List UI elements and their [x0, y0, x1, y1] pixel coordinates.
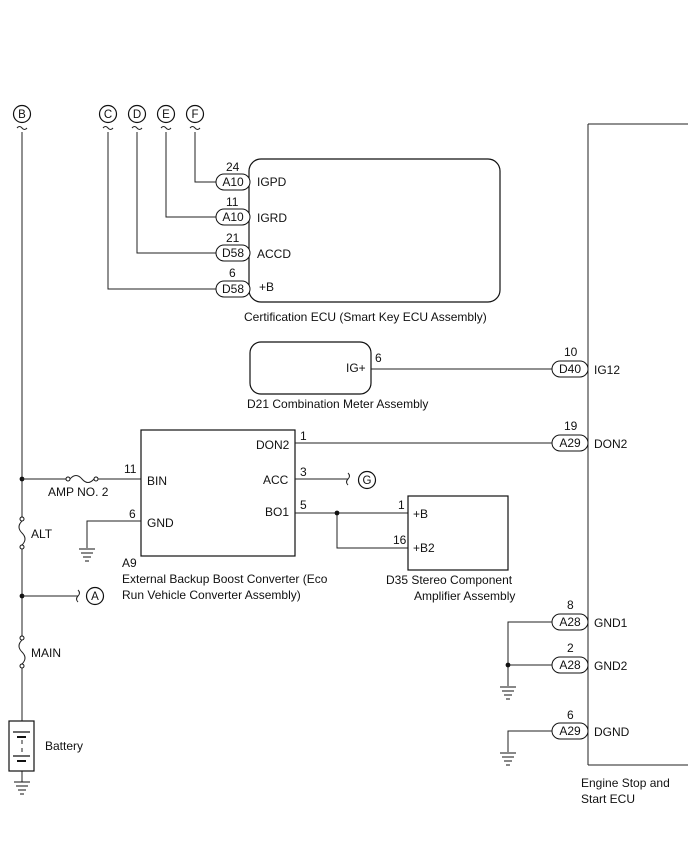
stereo-amplifier-box [407, 495, 509, 571]
converter-pin-bin-num: 11 [124, 462, 137, 476]
svg-text:C: C [104, 109, 112, 121]
svg-text:A28: A28 [559, 615, 581, 629]
bo1-wires [295, 510, 408, 549]
battery-icon [8, 720, 35, 772]
svg-text:D58: D58 [222, 282, 244, 296]
amp-pin-plus-b-num: 1 [398, 498, 405, 512]
alt-fuse [18, 516, 26, 550]
converter-pin-gnd-num: 6 [129, 507, 136, 521]
amp-fuse-label: AMP NO. 2 [48, 485, 109, 499]
svg-text:GND1: GND1 [594, 616, 628, 630]
converter-pin-bin: BIN [147, 474, 167, 488]
cert-pin-plus-b: 6 D58 +B [215, 266, 274, 298]
amplifier-caption-2: Amplifier Assembly [414, 589, 515, 603]
certification-ecu-box [248, 158, 501, 303]
amplifier-caption-1: D35 Stereo Component [386, 573, 513, 587]
svg-text:21: 21 [226, 231, 240, 245]
svg-text:A29: A29 [559, 436, 581, 450]
svg-text:IGRD: IGRD [257, 211, 287, 225]
amp-pin-plus-b2: +B2 [413, 541, 435, 555]
meter-pin-num: 6 [375, 351, 382, 365]
svg-text:IG12: IG12 [594, 363, 620, 377]
converter-pin-don2: DON2 [256, 438, 290, 452]
svg-text:GND2: GND2 [594, 659, 628, 673]
connector-E: E [156, 104, 176, 130]
connector-F: F [185, 104, 205, 130]
ground-icon [500, 686, 516, 700]
battery-label: Battery [45, 739, 83, 753]
engine-pin-ig12: 10 D40 IG12 [551, 345, 620, 378]
converter-pin-acc: ACC [263, 473, 289, 487]
svg-text:DGND: DGND [594, 725, 630, 739]
svg-text:A29: A29 [559, 724, 581, 738]
svg-text:A28: A28 [559, 658, 581, 672]
engine-pin-gnd1: 8 A28 GND1 [551, 598, 628, 631]
connector-G: G [295, 470, 377, 490]
cert-pin-igpd: 24 A10 IGPD [215, 160, 287, 191]
svg-text:D40: D40 [559, 362, 581, 376]
combination-meter-box [249, 341, 372, 395]
ground-icon [79, 548, 95, 562]
converter-caption-1: External Backup Boost Converter (Eco [122, 572, 328, 586]
engine-ecu-caption-1: Engine Stop and [581, 776, 670, 790]
gnd1-gnd2-wires [505, 621, 552, 686]
svg-text:A: A [91, 591, 99, 603]
amp-pin-plus-b2-num: 16 [393, 533, 407, 547]
svg-text:G: G [363, 475, 372, 487]
svg-text:8: 8 [567, 598, 574, 612]
ground-icon [500, 752, 516, 766]
ground-icon [14, 781, 30, 795]
svg-text:ACCD: ACCD [257, 247, 291, 261]
converter-pin-bo1-num: 5 [300, 498, 307, 512]
engine-pin-gnd2: 2 A28 GND2 [551, 641, 628, 674]
connector-D: D [127, 104, 147, 130]
certification-ecu-caption: Certification ECU (Smart Key ECU Assembl… [244, 310, 487, 324]
svg-text:F: F [191, 109, 198, 121]
engine-pin-dgnd: 6 A29 DGND [551, 708, 630, 740]
svg-text:D58: D58 [222, 246, 244, 260]
meter-pin-name: IG+ [346, 361, 366, 375]
main-fuse [18, 635, 26, 669]
converter-gnd-wire [86, 520, 141, 548]
backup-boost-converter-box [140, 429, 296, 557]
converter-id: A9 [122, 556, 137, 570]
svg-text:6: 6 [229, 266, 236, 280]
converter-pin-don2-num: 1 [300, 429, 307, 443]
converter-caption-2: Run Vehicle Converter Assembly) [122, 588, 301, 602]
svg-text:19: 19 [564, 419, 578, 433]
engine-pin-don2: 19 A29 DON2 [551, 419, 628, 452]
svg-text:6: 6 [567, 708, 574, 722]
svg-text:E: E [162, 109, 170, 121]
cert-pin-igrd: 11 A10 IGRD [215, 195, 287, 226]
engine-ecu-caption-2: Start ECU [581, 792, 635, 806]
svg-text:A10: A10 [222, 210, 244, 224]
converter-pin-gnd: GND [147, 516, 174, 530]
svg-text:11: 11 [226, 195, 239, 209]
svg-text:D: D [133, 109, 141, 121]
svg-text:A10: A10 [222, 175, 244, 189]
cert-ecu-wires [107, 132, 216, 290]
svg-text:B: B [18, 109, 26, 121]
dgnd-wire [507, 730, 552, 752]
svg-text:DON2: DON2 [594, 437, 628, 451]
connector-B: B [12, 104, 32, 130]
svg-text:10: 10 [564, 345, 578, 359]
converter-pin-bo1: BO1 [265, 505, 289, 519]
amp-fuse [22, 475, 141, 483]
alt-fuse-label: ALT [31, 527, 53, 541]
amp-pin-plus-b: +B [413, 507, 428, 521]
connector-A: A [22, 586, 105, 606]
svg-text:IGPD: IGPD [257, 175, 287, 189]
svg-text:24: 24 [226, 160, 240, 174]
main-fuse-label: MAIN [31, 646, 61, 660]
cert-pin-accd: 21 D58 ACCD [215, 231, 291, 262]
svg-text:+B: +B [259, 280, 274, 294]
combination-meter-caption: D21 Combination Meter Assembly [247, 397, 428, 411]
connector-C: C [98, 104, 118, 130]
converter-pin-acc-num: 3 [300, 465, 307, 479]
svg-text:2: 2 [567, 641, 574, 655]
